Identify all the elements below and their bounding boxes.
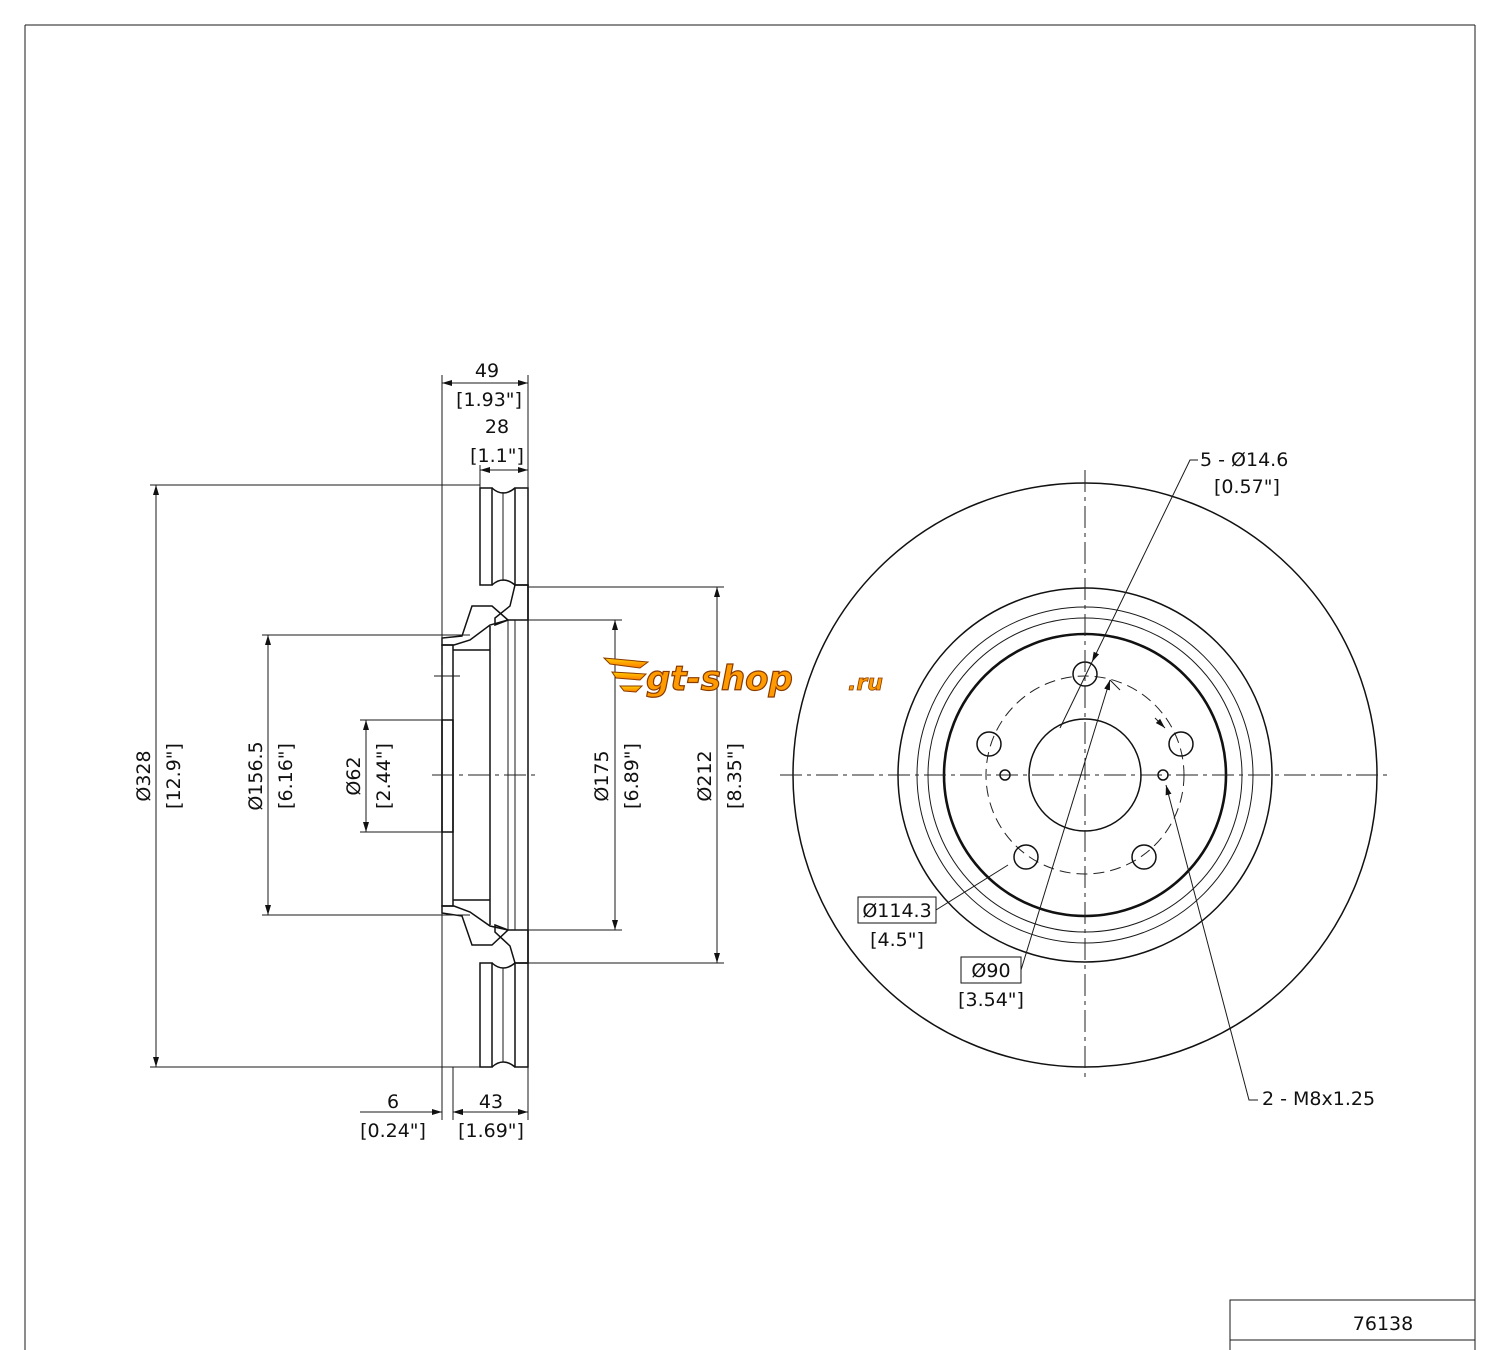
inner-diameter-in: [6.89"] (621, 743, 643, 809)
bolt-hole (1168, 731, 1194, 757)
hat-diameter-mm: Ø156.5 (245, 741, 267, 810)
bolt-circle-mm: Ø114.3 (862, 900, 931, 922)
bolt-holes-in: [0.57"] (1214, 476, 1280, 498)
bolt-circle-in: [4.5"] (870, 929, 924, 951)
center-bore-in: [2.44"] (373, 743, 395, 809)
side-view-dimensions: 49 [1.93"] 28 [1.1"] Ø328 [12.9"] Ø156.5… (133, 360, 746, 1142)
secondary-circle-mm: Ø90 (971, 960, 1010, 982)
disc-thickness-in: [1.1"] (470, 445, 524, 467)
hub-offset-in: [0.24"] (360, 1120, 426, 1142)
outer-diameter-in: [12.9"] (163, 743, 185, 809)
friction-plate-inner-top (479, 487, 493, 586)
friction-inner-diameter-in: [8.35"] (724, 743, 746, 809)
overall-width-mm: 49 (475, 360, 499, 382)
bolt-holes-mm: 5 - Ø14.6 (1200, 449, 1288, 471)
drawing-frame (24, 24, 1476, 1350)
hat-height-mm: 43 (479, 1091, 503, 1113)
hat-diameter-in: [6.16"] (275, 743, 297, 809)
side-section-view (432, 487, 540, 1068)
title-block: 76138 (1229, 1299, 1476, 1350)
overall-width-in: [1.93"] (456, 389, 522, 411)
threaded-holes-label: 2 - M8x1.25 (1262, 1088, 1375, 1110)
friction-inner-diameter-mm: Ø212 (694, 750, 716, 801)
watermark-text: gt-shop (646, 659, 793, 699)
watermark-logo: gt-shop .ru (602, 657, 883, 700)
hub-offset-mm: 6 (387, 1091, 399, 1113)
front-view-callouts: 5 - Ø14.6 [0.57"] Ø114.3 [4.5"] Ø90 [3.5… (857, 449, 1375, 1110)
bolt-hole (1013, 844, 1039, 870)
inner-diameter-mm: Ø175 (591, 750, 613, 801)
disc-thickness-mm: 28 (485, 416, 509, 438)
part-number: 76138 (1353, 1313, 1413, 1335)
friction-plate-inner-bottom (479, 962, 493, 1068)
bolt-hole (976, 731, 1002, 757)
outer-diameter-mm: Ø328 (133, 750, 155, 801)
watermark-suffix: .ru (848, 671, 883, 696)
hat-height-in: [1.69"] (458, 1120, 524, 1142)
friction-plate-outer-bottom (514, 962, 529, 1068)
center-bore-mm: Ø62 (343, 756, 365, 795)
friction-plate-outer-top (514, 487, 529, 586)
secondary-circle-in: [3.54"] (958, 989, 1024, 1011)
front-view (780, 470, 1390, 1082)
bolt-hole (1131, 844, 1157, 870)
